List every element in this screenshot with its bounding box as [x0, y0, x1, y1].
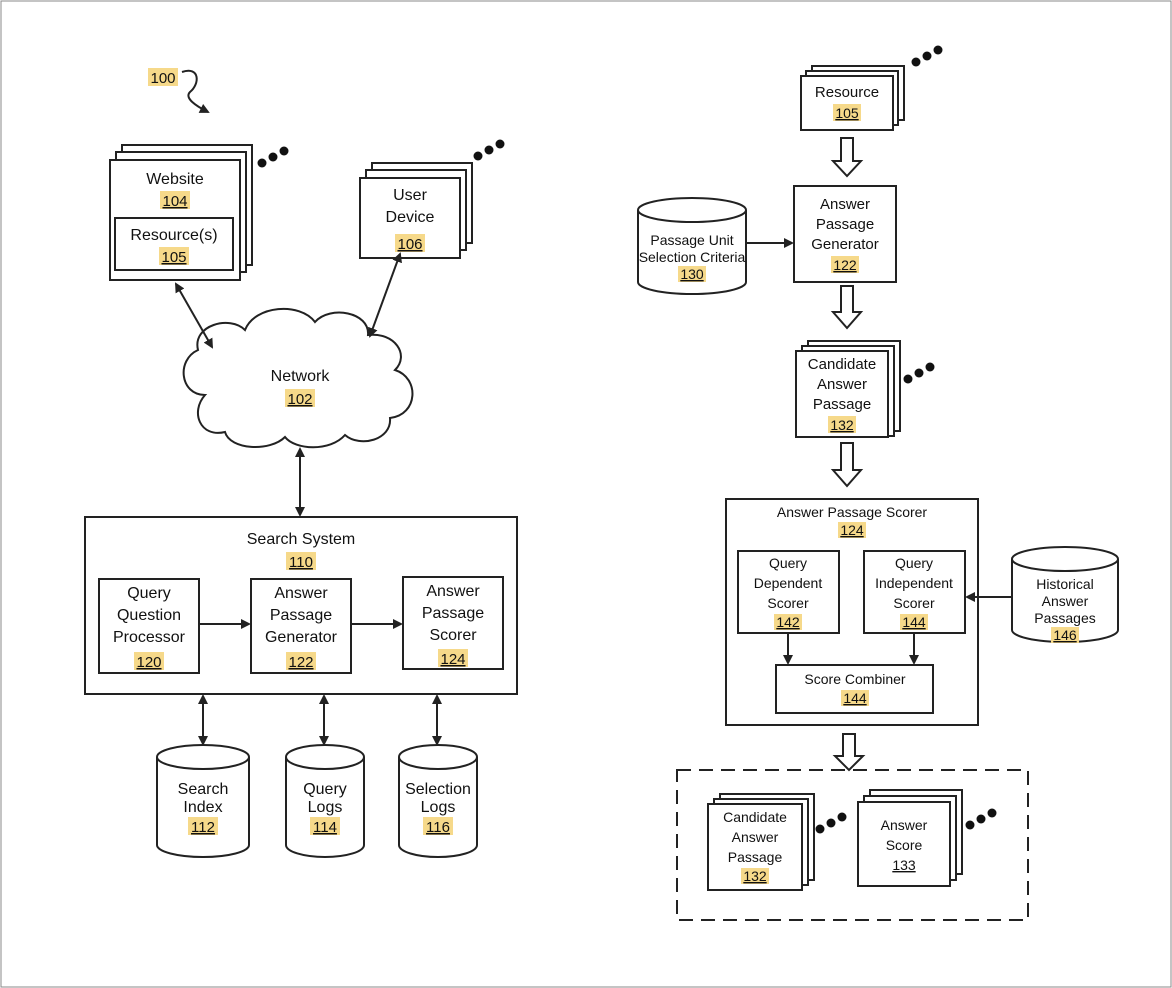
svg-text:120: 120 — [136, 654, 161, 671]
more-scores-icon — [965, 808, 997, 830]
svg-text:Processor: Processor — [113, 629, 186, 646]
svg-text:Score: Score — [886, 837, 923, 853]
svg-text:124: 124 — [440, 651, 465, 668]
more-output-candidates-icon — [815, 812, 847, 834]
scorer-box: Answer Passage Scorer 124 Query Dependen… — [725, 498, 979, 726]
svg-text:122: 122 — [833, 257, 857, 273]
svg-text:Passage: Passage — [813, 396, 871, 413]
svg-text:Query: Query — [127, 585, 171, 602]
svg-text:130: 130 — [680, 266, 704, 282]
svg-text:144: 144 — [843, 690, 867, 706]
svg-text:Question: Question — [117, 607, 181, 624]
svg-text:Candidate: Candidate — [808, 356, 876, 373]
svg-text:Independent: Independent — [875, 575, 953, 591]
svg-text:Generator: Generator — [265, 629, 338, 646]
figure-ref-100: 100 — [148, 68, 210, 113]
svg-text:112: 112 — [191, 819, 215, 836]
svg-text:Answer: Answer — [426, 583, 480, 600]
svg-text:122: 122 — [288, 654, 313, 671]
more-resources-icon — [911, 45, 943, 67]
svg-text:105: 105 — [835, 105, 859, 121]
svg-text:144: 144 — [902, 614, 926, 630]
svg-text:Query: Query — [895, 555, 933, 571]
svg-text:Scorer: Scorer — [893, 595, 935, 611]
svg-text:Logs: Logs — [308, 799, 343, 816]
network-label: Network — [271, 368, 331, 385]
resources-ref: 105 — [161, 249, 186, 266]
svg-text:Generator: Generator — [811, 236, 879, 253]
svg-text:User: User — [393, 187, 427, 204]
svg-text:Query: Query — [769, 555, 807, 571]
svg-text:Answer: Answer — [820, 196, 870, 213]
flow-arrow-2 — [830, 285, 864, 330]
query-logs-db: Query Logs 114 — [285, 744, 365, 858]
svg-text:146: 146 — [1053, 627, 1077, 643]
resource-label: Resource — [815, 84, 879, 101]
search-system-ref: 110 — [289, 554, 313, 571]
svg-text:Selection Criteria: Selection Criteria — [639, 249, 746, 265]
svg-text:Index: Index — [183, 799, 222, 816]
more-devices-icon — [473, 139, 505, 161]
user-device-ref: 106 — [397, 236, 422, 253]
svg-text:Answer: Answer — [1042, 593, 1089, 609]
svg-text:Answer: Answer — [817, 376, 867, 393]
svg-text:142: 142 — [776, 614, 800, 630]
user-device-stack: User Device 106 — [359, 162, 473, 259]
svg-text:Answer: Answer — [881, 817, 928, 833]
output-group: Candidate Answer Passage 132 Answer Scor… — [676, 769, 1029, 921]
svg-text:Passage: Passage — [728, 849, 783, 865]
svg-text:Passages: Passages — [1034, 610, 1095, 626]
flow-arrow-1 — [830, 137, 864, 178]
svg-text:Passage: Passage — [816, 216, 874, 233]
svg-text:133: 133 — [892, 857, 916, 873]
more-candidates-icon — [903, 362, 935, 384]
search-system-label: Search System — [247, 531, 355, 548]
svg-text:132: 132 — [743, 868, 767, 884]
svg-text:114: 114 — [313, 819, 337, 836]
svg-text:Passage: Passage — [270, 607, 332, 624]
more-websites-icon — [257, 146, 289, 168]
flow-arrow-3 — [830, 442, 864, 488]
svg-text:Dependent: Dependent — [754, 575, 823, 591]
passage-criteria-db: Passage Unit Selection Criteria 130 — [637, 197, 747, 295]
historical-db: Historical Answer Passages 146 — [1011, 546, 1119, 643]
search-system: Search System 110 Query Question Process… — [84, 516, 518, 695]
svg-text:Logs: Logs — [421, 799, 456, 816]
svg-text:Selection: Selection — [405, 781, 471, 798]
selection-logs-db: Selection Logs 116 — [398, 744, 478, 858]
svg-text:Historical: Historical — [1036, 576, 1094, 592]
svg-text:Passage Unit: Passage Unit — [650, 232, 733, 248]
combiner-label: Score Combiner — [804, 671, 905, 687]
svg-text:116: 116 — [426, 819, 450, 836]
network-ref: 102 — [287, 391, 312, 408]
svg-text:124: 124 — [840, 522, 864, 538]
website-label: Website — [146, 171, 204, 188]
svg-text:Scorer: Scorer — [429, 627, 477, 644]
svg-text:Scorer: Scorer — [767, 595, 809, 611]
resources-label: Resource(s) — [130, 227, 217, 244]
svg-text:Candidate: Candidate — [723, 809, 787, 825]
svg-text:Passage: Passage — [422, 605, 484, 622]
svg-text:Device: Device — [386, 209, 435, 226]
svg-text:Query: Query — [303, 781, 347, 798]
network-cloud: Network 102 — [182, 307, 414, 449]
scorer-label: Answer Passage Scorer — [777, 504, 928, 520]
website-ref: 104 — [162, 193, 187, 210]
website-stack: Website 104 Resource(s) 105 — [109, 144, 253, 281]
flow-arrow-4 — [832, 733, 866, 772]
svg-text:132: 132 — [830, 417, 854, 433]
svg-text:Answer: Answer — [732, 829, 779, 845]
svg-text:100: 100 — [150, 70, 175, 87]
svg-text:Search: Search — [178, 781, 229, 798]
svg-text:Answer: Answer — [274, 585, 328, 602]
resource-stack: Resource 105 — [800, 65, 905, 131]
generator-box: Answer Passage Generator 122 — [793, 185, 897, 283]
candidate-stack: Candidate Answer Passage 132 — [795, 340, 901, 438]
search-index-db: Search Index 112 — [156, 744, 250, 858]
